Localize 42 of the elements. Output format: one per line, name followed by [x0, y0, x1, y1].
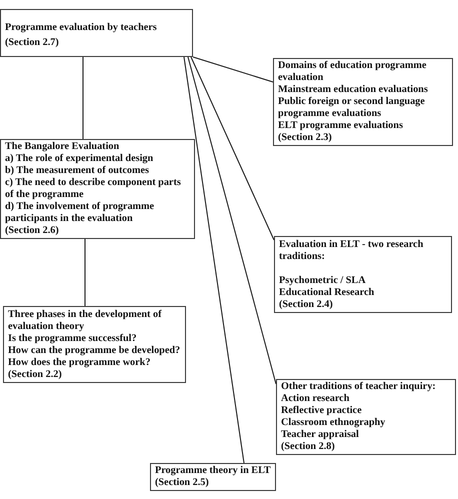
box-text: How does the programme work? [8, 357, 152, 369]
text-box [3, 306, 186, 383]
box-text: d) The involvement of programme participants in the evaluation [5, 201, 156, 225]
box-text: (Section 2.7) [5, 37, 60, 49]
box-text: Programme evaluation by teachers [5, 22, 158, 34]
box-text: Public foreign or second language programme evaluations [278, 96, 426, 120]
box-text: Evaluation in ELT - two research traditions: [279, 239, 424, 263]
box-text: Three phases in the development of evaluation theory [8, 309, 163, 333]
text-box [0, 139, 195, 239]
connector-line [192, 56, 274, 82]
connector-line [188, 56, 276, 384]
box-text: Domains of education programme evaluation [278, 60, 428, 84]
box-text: Other traditions of teacher inquiry: [281, 381, 437, 393]
box-text: Action research [281, 393, 350, 405]
connector-line [82, 56, 84, 140]
text-box [150, 463, 276, 491]
box-text: Classroom ethnography [281, 417, 386, 429]
text-box [0, 9, 193, 57]
box-text: (Section 2.3) [278, 132, 333, 144]
box-text: Programme theory in ELT [155, 465, 272, 477]
box-text: Reflective practice [281, 405, 363, 417]
box-text: (Section 2.8) [281, 441, 336, 453]
text-box [276, 379, 456, 455]
text-box [273, 58, 453, 146]
connector-line [84, 238, 86, 306]
box-text: Is the programme successful? [8, 333, 138, 345]
box-text: Mainstream education evaluations [278, 84, 429, 96]
text-box [274, 236, 452, 313]
box-text: a) The role of experimental design [5, 153, 154, 165]
box-text: (Section 2.2) [8, 369, 63, 381]
box-text: Teacher appraisal [281, 429, 360, 441]
box-text: The Bangalore Evaluation [5, 141, 120, 153]
box-text: b) The measurement of outcomes [5, 165, 150, 177]
box-text: Psychometric / SLA [279, 275, 367, 287]
box-text: ELT programme evaluations [278, 120, 404, 132]
box-text: (Section 2.4) [279, 299, 334, 311]
connector-line [184, 56, 244, 464]
connector-line [190, 56, 274, 240]
box-text: Educational Research [279, 287, 376, 299]
box-text: (Section 2.6) [5, 225, 60, 237]
box-text: (Section 2.5) [155, 477, 210, 489]
box-text: How can the programme be developed? [8, 345, 182, 357]
